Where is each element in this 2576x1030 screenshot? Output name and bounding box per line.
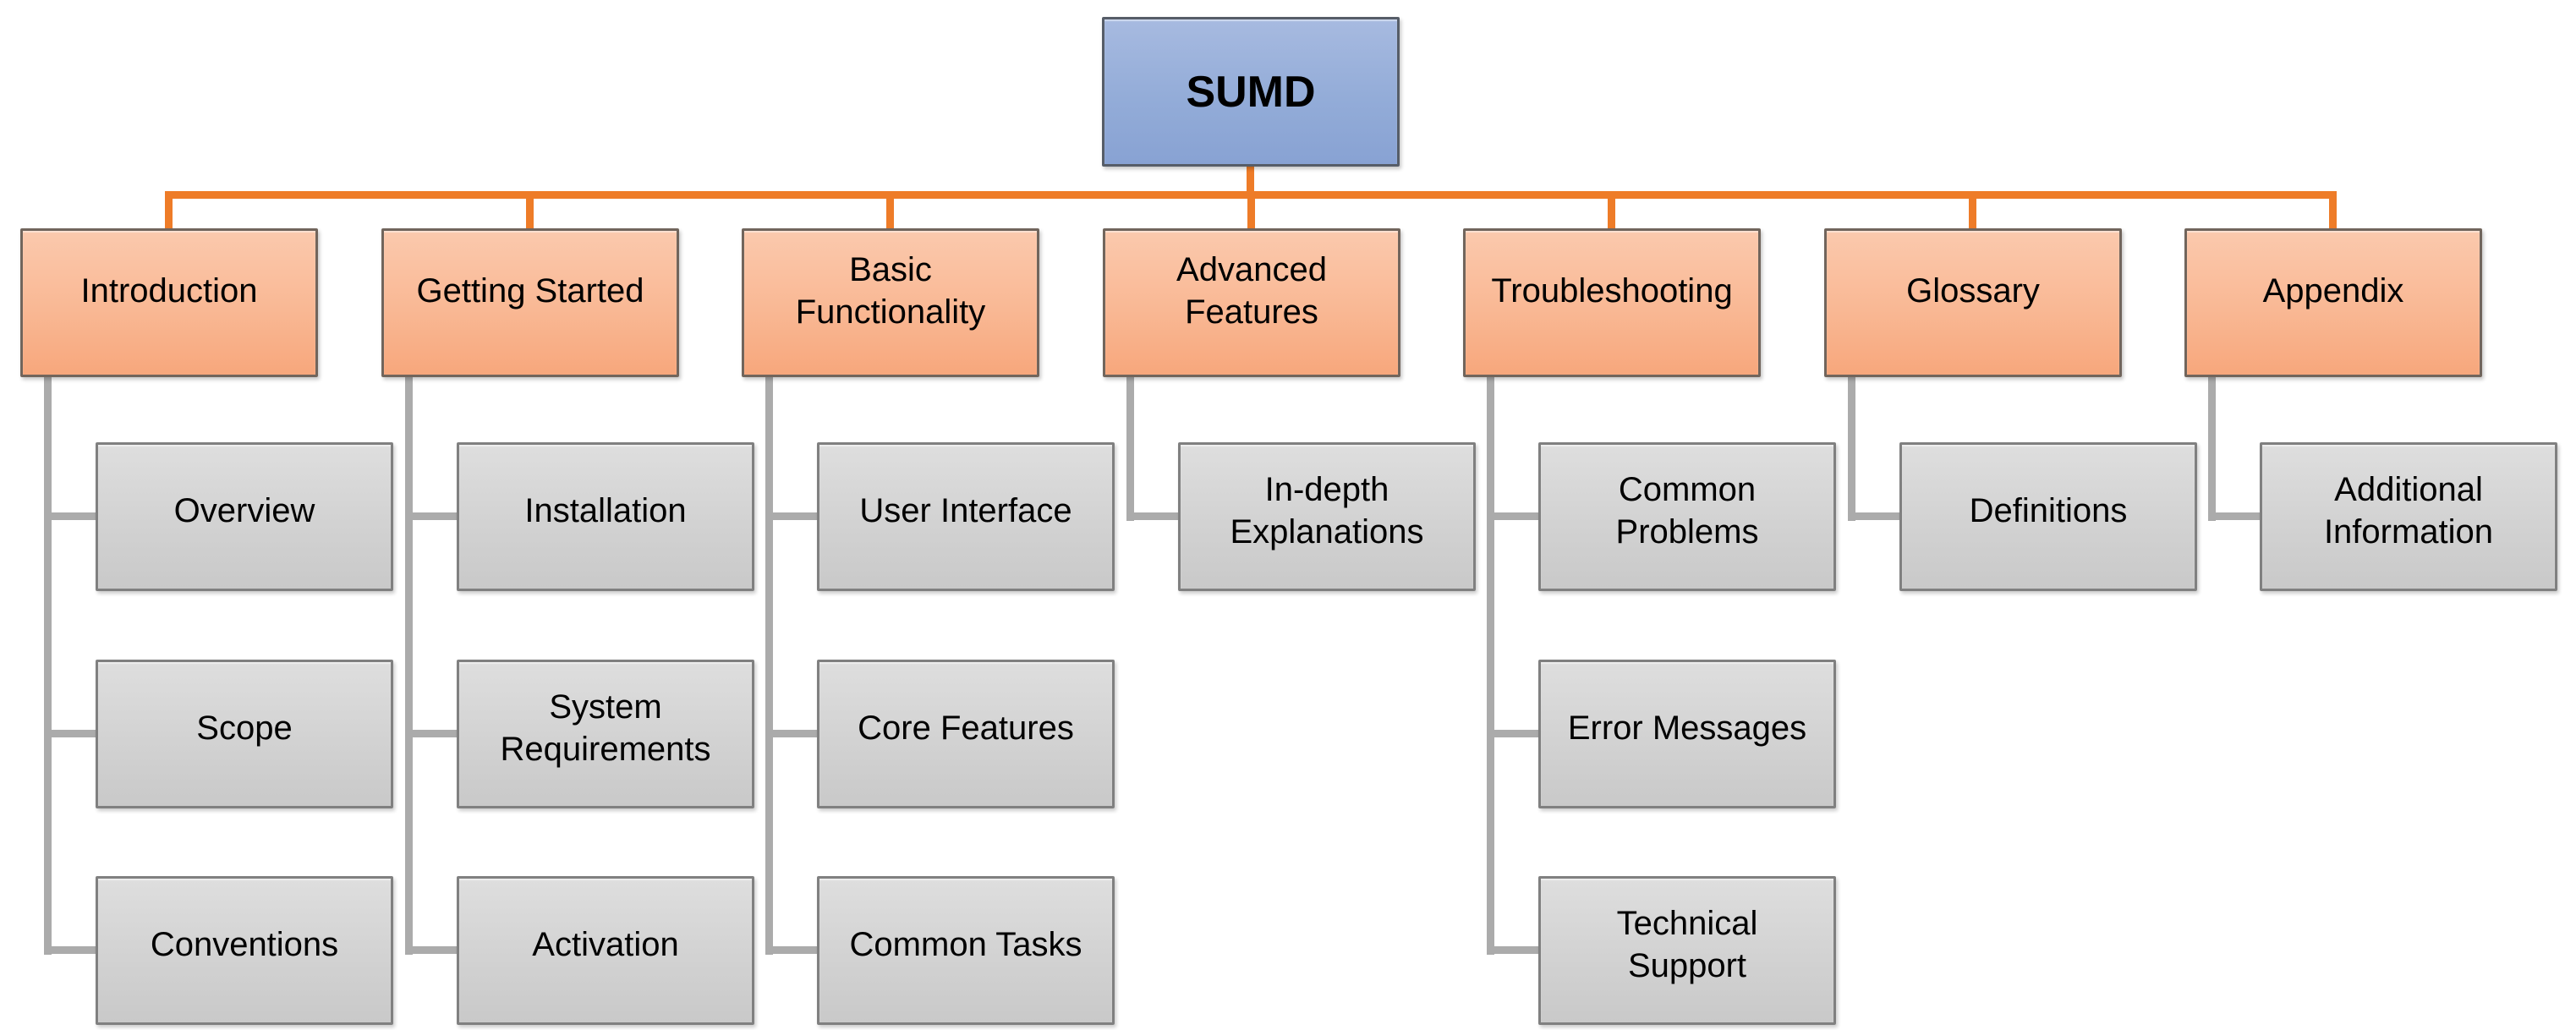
branch-drop-connector-basic-functionality [886, 191, 894, 231]
root-node-sumd-label: SUMD [1186, 67, 1316, 117]
branch-drop-connector-advanced-features [1247, 191, 1255, 231]
branch-drop-connector-appendix [2329, 191, 2337, 231]
child-stub-connector-additional-information [2208, 512, 2262, 520]
child-node-common-tasks-label: Common Tasks [849, 926, 1082, 963]
child-node-system-requirements[interactable]: System Requirements [457, 660, 754, 808]
branch-node-advanced-features[interactable]: Advanced Features [1103, 228, 1400, 377]
child-trunk-connector-glossary [1848, 375, 1855, 521]
branch-node-advanced-features-label: Advanced Features [1176, 251, 1327, 331]
child-node-in-depth-explanations[interactable]: In-depth Explanations [1178, 442, 1476, 591]
child-trunk-connector-appendix [2208, 375, 2216, 521]
child-trunk-connector-basic-functionality [765, 375, 773, 955]
child-node-error-messages[interactable]: Error Messages [1538, 660, 1836, 808]
branch-node-appendix-label: Appendix [2262, 272, 2404, 310]
child-node-system-requirements-label: System Requirements [500, 688, 711, 768]
branch-node-glossary[interactable]: Glossary [1824, 228, 2122, 377]
child-node-scope[interactable]: Scope [96, 660, 393, 808]
branch-drop-connector-glossary [1969, 191, 1976, 231]
child-stub-connector-activation [405, 946, 459, 954]
child-node-definitions-label: Definitions [1969, 492, 2128, 529]
child-trunk-connector-getting-started [405, 375, 413, 955]
child-node-activation-label: Activation [532, 926, 679, 963]
child-stub-connector-technical-support [1487, 946, 1541, 954]
child-node-overview-label: Overview [173, 492, 315, 529]
child-stub-connector-scope [44, 730, 98, 737]
branch-node-getting-started[interactable]: Getting Started [381, 228, 679, 377]
child-node-core-features-label: Core Features [858, 709, 1074, 747]
child-node-scope-label: Scope [196, 709, 293, 747]
child-node-installation-label: Installation [524, 492, 687, 529]
child-node-activation[interactable]: Activation [457, 876, 754, 1025]
branch-node-troubleshooting-label: Troubleshooting [1491, 272, 1733, 310]
child-stub-connector-overview [44, 512, 98, 520]
child-stub-connector-installation [405, 512, 459, 520]
branch-drop-connector-getting-started [526, 191, 534, 231]
root-node-sumd[interactable]: SUMD [1102, 17, 1400, 167]
child-stub-connector-conventions [44, 946, 98, 954]
branch-node-introduction[interactable]: Introduction [20, 228, 318, 377]
child-trunk-connector-advanced-features [1126, 375, 1134, 521]
child-node-definitions[interactable]: Definitions [1899, 442, 2197, 591]
branch-drop-connector-introduction [165, 191, 173, 231]
child-node-conventions-label: Conventions [150, 926, 339, 963]
child-node-core-features[interactable]: Core Features [817, 660, 1115, 808]
child-node-user-interface[interactable]: User Interface [817, 442, 1115, 591]
child-trunk-connector-introduction [44, 375, 52, 955]
branch-node-appendix[interactable]: Appendix [2184, 228, 2482, 377]
child-trunk-connector-troubleshooting [1487, 375, 1494, 955]
child-stub-connector-in-depth-explanations [1126, 512, 1181, 520]
child-stub-connector-system-requirements [405, 730, 459, 737]
child-node-conventions[interactable]: Conventions [96, 876, 393, 1025]
child-stub-connector-user-interface [765, 512, 819, 520]
child-stub-connector-common-problems [1487, 512, 1541, 520]
child-stub-connector-definitions [1848, 512, 1902, 520]
child-node-common-problems[interactable]: Common Problems [1538, 442, 1836, 591]
child-node-technical-support[interactable]: Technical Support [1538, 876, 1836, 1025]
child-node-common-tasks[interactable]: Common Tasks [817, 876, 1115, 1025]
child-node-in-depth-explanations-label: In-depth Explanations [1230, 471, 1424, 551]
branch-node-troubleshooting[interactable]: Troubleshooting [1463, 228, 1761, 377]
child-node-installation[interactable]: Installation [457, 442, 754, 591]
branch-node-glossary-label: Glossary [1906, 272, 2040, 310]
root-connector-stub [1247, 164, 1254, 199]
branch-node-basic-functionality[interactable]: Basic Functionality [742, 228, 1039, 377]
branch-node-introduction-label: Introduction [80, 272, 258, 310]
branch-node-basic-functionality-label: Basic Functionality [795, 251, 986, 331]
child-stub-connector-core-features [765, 730, 819, 737]
child-stub-connector-error-messages [1487, 730, 1541, 737]
branch-node-getting-started-label: Getting Started [416, 272, 644, 310]
child-node-additional-information[interactable]: Additional Information [2260, 442, 2557, 591]
child-node-overview[interactable]: Overview [96, 442, 393, 591]
child-node-user-interface-label: User Interface [859, 492, 1072, 529]
child-node-technical-support-label: Technical Support [1616, 905, 1758, 984]
branch-drop-connector-troubleshooting [1608, 191, 1615, 231]
child-node-additional-information-label: Additional Information [2323, 471, 2494, 551]
child-stub-connector-common-tasks [765, 946, 819, 954]
child-node-common-problems-label: Common Problems [1615, 471, 1759, 551]
child-node-error-messages-label: Error Messages [1567, 709, 1807, 747]
